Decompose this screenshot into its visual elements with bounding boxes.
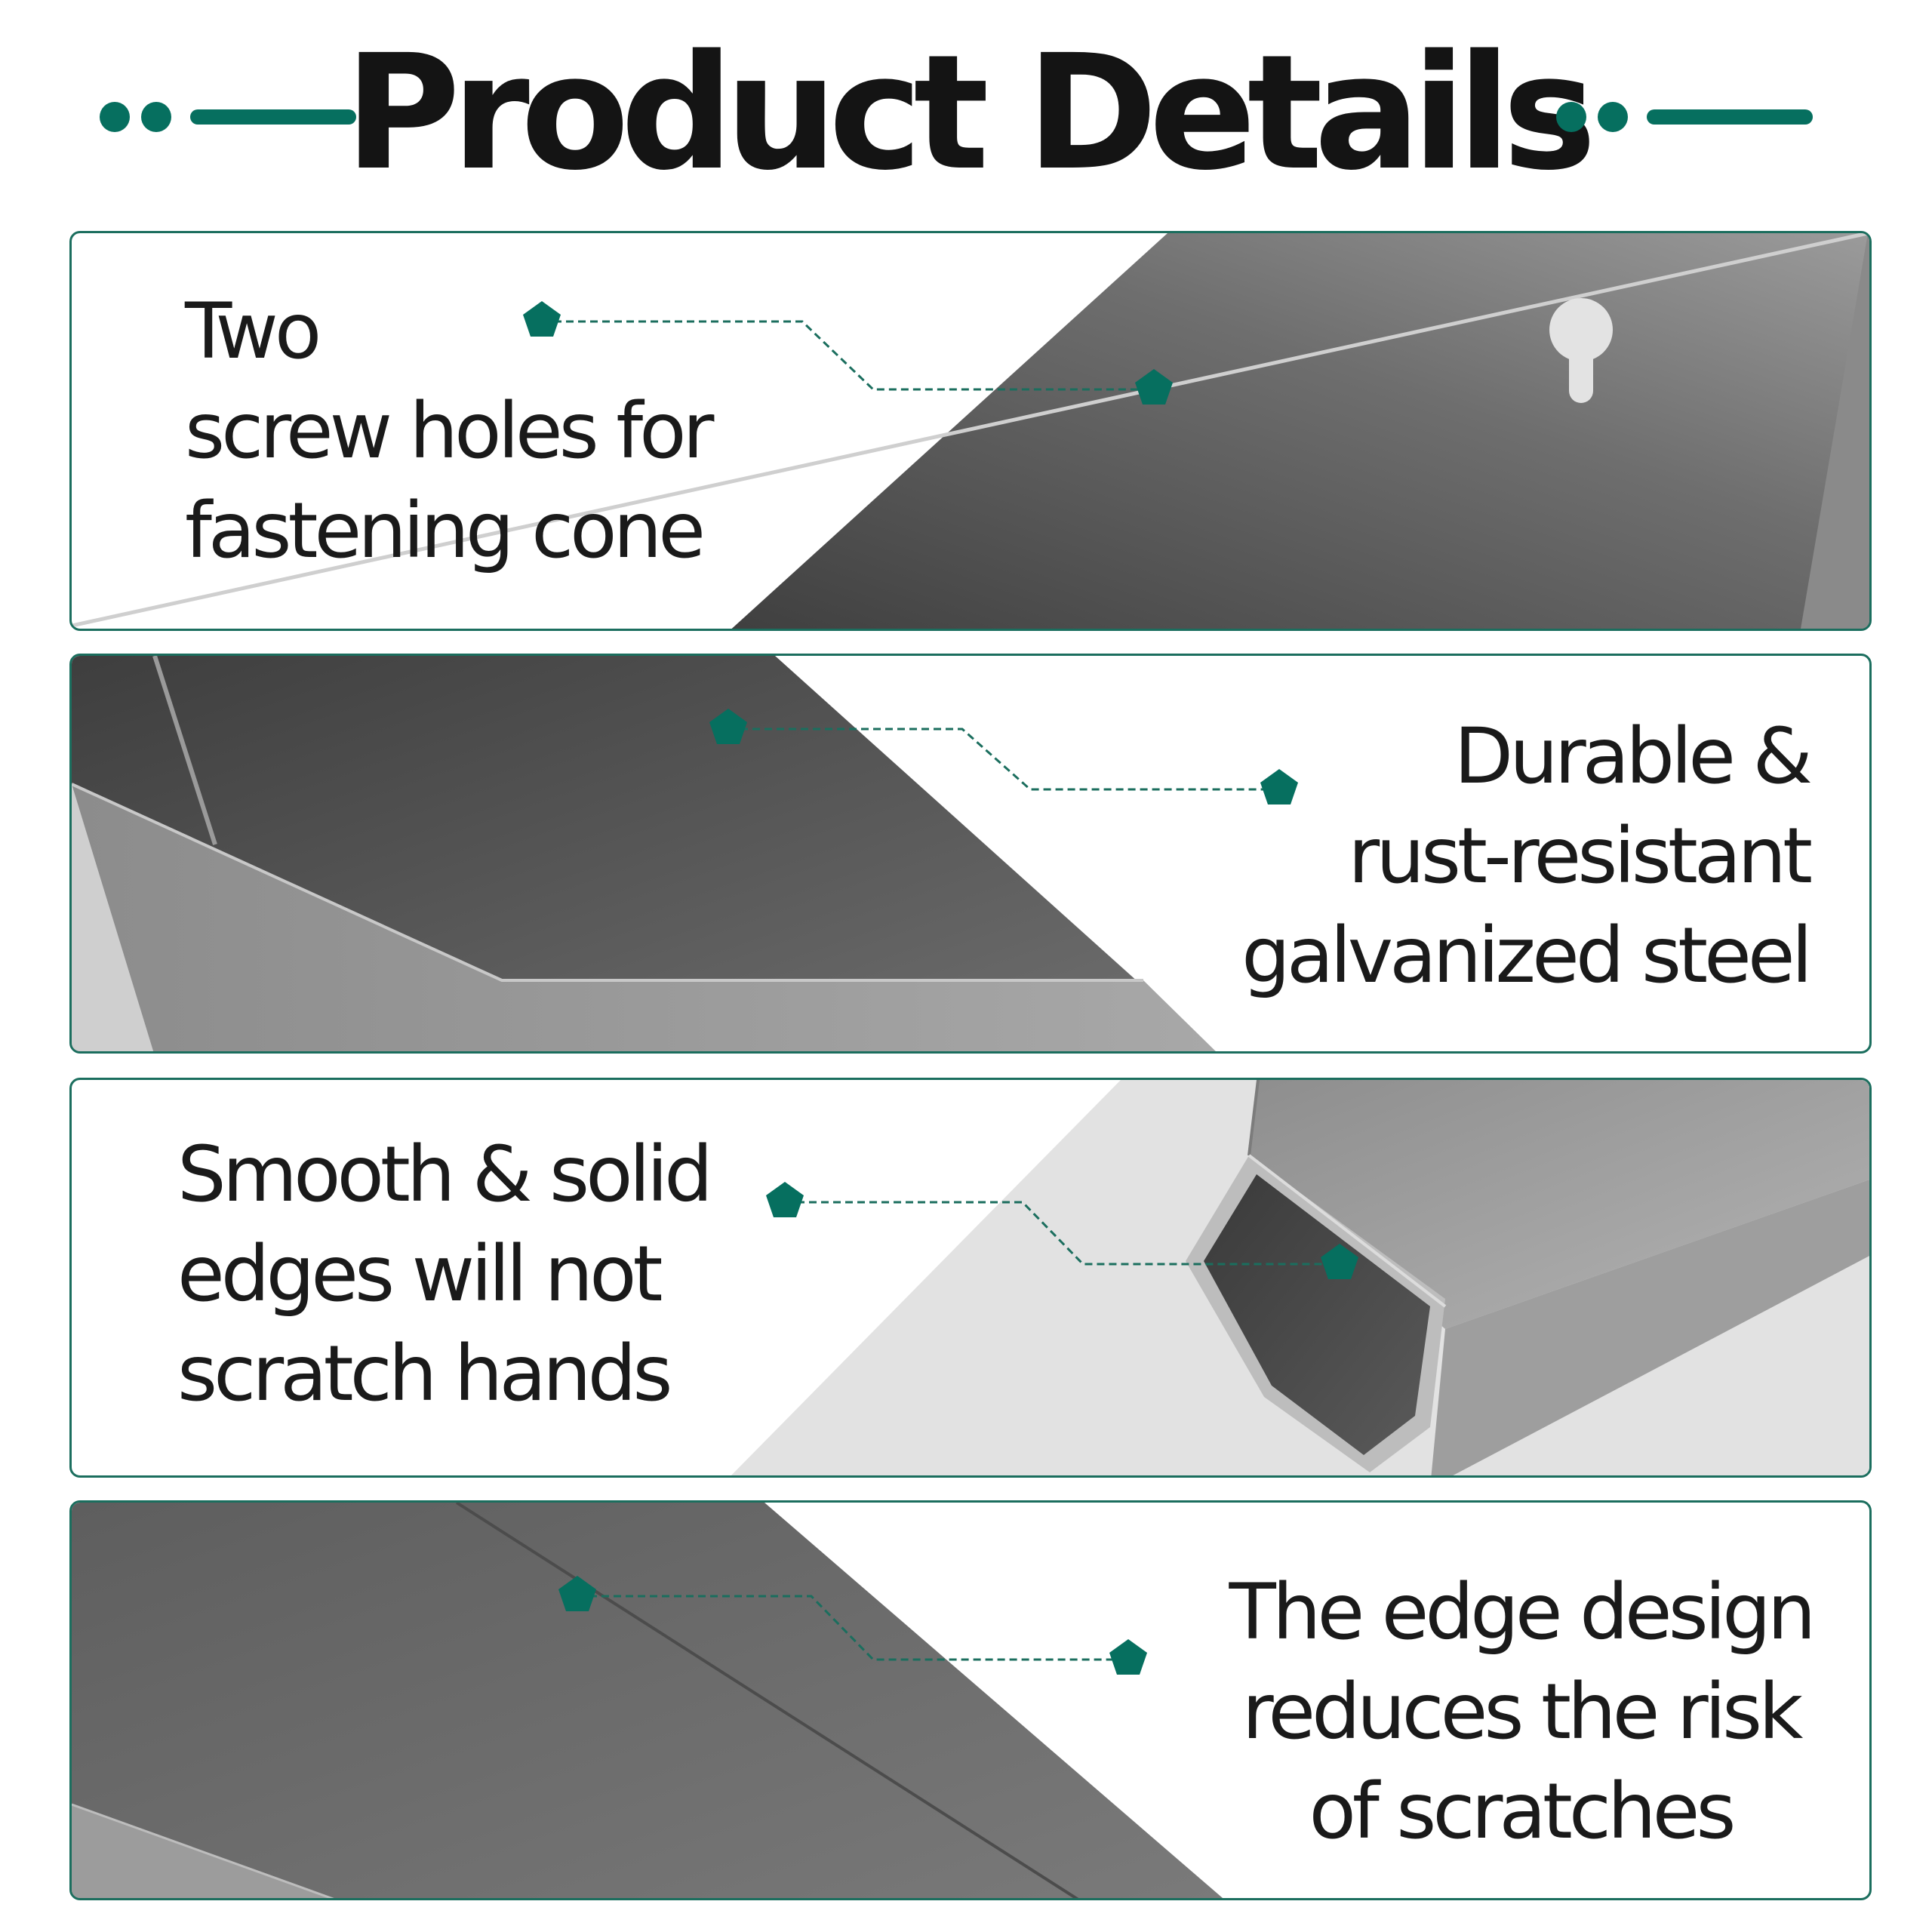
header-decoration-left-icon <box>100 102 356 132</box>
deco-dot <box>1556 102 1586 132</box>
caption-line: Smooth & solid <box>177 1130 713 1220</box>
deco-line <box>1647 109 1813 125</box>
steel-highlight <box>72 784 154 1051</box>
caption-line: edges will not <box>177 1229 663 1319</box>
caption-line: screw holes for <box>185 386 714 476</box>
callout-line <box>709 709 1298 804</box>
caption-line: scratch hands <box>177 1329 672 1419</box>
callout-line <box>766 1182 1358 1279</box>
product-photo-hexagon-spout <box>731 1080 1869 1475</box>
caption-line: Two <box>185 287 321 377</box>
caption-screw-holes: Two screw holes for fastening cone <box>185 282 714 581</box>
caption-galvanized-steel: Durable & rust-resistant galvanized stee… <box>1241 707 1813 1006</box>
pentagon-icon <box>1260 769 1298 804</box>
keyhole-icon <box>1549 298 1613 403</box>
detail-panel-screw-holes: Two screw holes for fastening cone <box>69 231 1872 631</box>
steel-surface <box>72 1503 1223 1898</box>
caption-edge-design: The edge design reduces the risk of scra… <box>1219 1563 1823 1862</box>
product-photo-keyhole <box>72 233 1869 629</box>
detail-panel-edge-design: The edge design reduces the risk of scra… <box>69 1500 1872 1900</box>
spout-side <box>1431 1180 1869 1475</box>
caption-line: fastening cone <box>185 486 706 576</box>
caption-line: of scratches <box>1309 1767 1736 1857</box>
steel-edge <box>1801 233 1869 629</box>
pentagon-icon <box>709 709 747 744</box>
caption-line: galvanized steel <box>1241 911 1813 1001</box>
deco-dot <box>1598 102 1628 132</box>
deco-line <box>190 109 356 125</box>
caption-smooth-edges: Smooth & solid edges will not scratch ha… <box>177 1125 713 1424</box>
pentagon-icon <box>1321 1244 1358 1279</box>
steel-side-wall <box>72 784 1216 1051</box>
detail-panel-galvanized-steel: Durable & rust-resistant galvanized stee… <box>69 654 1872 1054</box>
deco-dot <box>100 102 130 132</box>
pentagon-icon <box>1109 1639 1147 1675</box>
product-photo-steel-interior <box>72 656 1216 1051</box>
header: Product Details <box>0 0 1932 226</box>
steel-fold-line <box>72 783 1143 982</box>
steel-fold-line <box>1247 1154 1447 1308</box>
caption-line: The edge design <box>1229 1567 1817 1657</box>
steel-fold-line <box>455 1503 1079 1898</box>
header-decoration-right-icon <box>1556 102 1813 132</box>
caption-line: Durable & <box>1454 712 1813 801</box>
deco-dot <box>141 102 171 132</box>
product-photo-steel-edge <box>72 1503 1223 1898</box>
pentagon-icon <box>523 301 561 337</box>
pentagon-icon <box>558 1576 596 1611</box>
steel-fold-line <box>72 233 1869 628</box>
spout-opening <box>1204 1174 1430 1455</box>
caption-line: reduces the risk <box>1241 1667 1804 1757</box>
callout-line <box>523 301 1173 405</box>
pentagon-icon <box>766 1182 804 1217</box>
detail-panel-smooth-edges: Smooth & solid edges will not scratch ha… <box>69 1078 1872 1478</box>
pentagon-icon <box>1135 369 1173 405</box>
steel-fold-line <box>152 656 217 845</box>
spout-body <box>1249 1080 1869 1329</box>
caption-line: rust-resistant <box>1348 811 1813 901</box>
page-title: Product Details <box>344 20 1596 205</box>
callout-line <box>558 1576 1147 1675</box>
